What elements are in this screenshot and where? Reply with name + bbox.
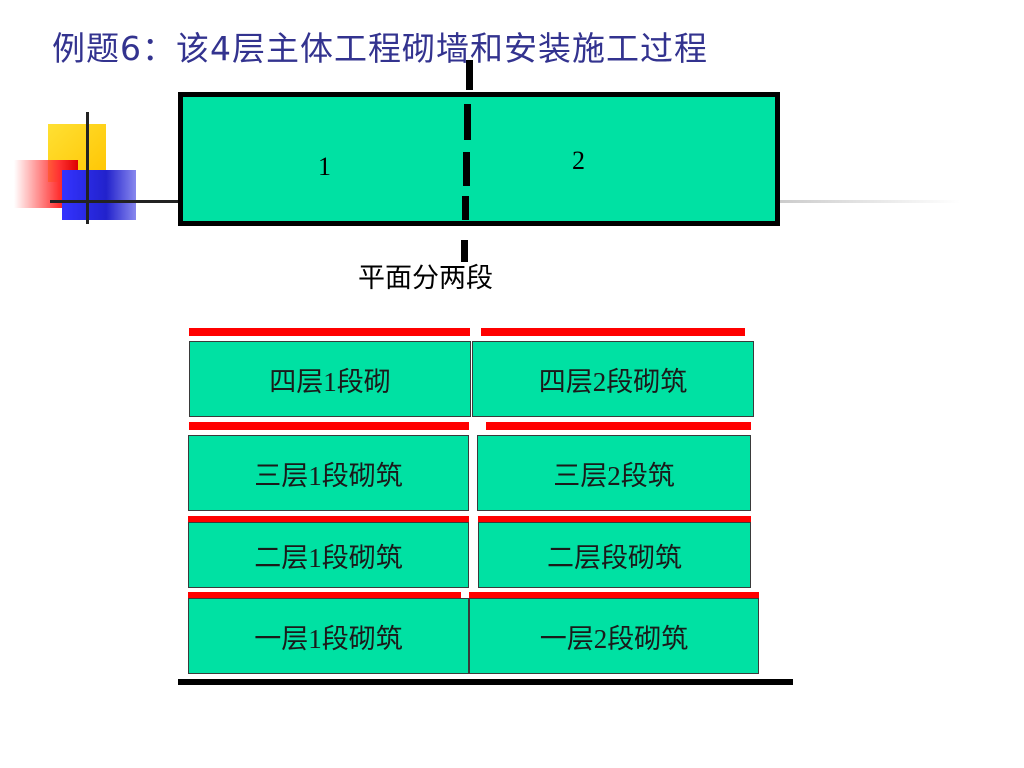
block-floor1-seg1: 一层1段砌筑 [188,598,469,674]
segment-2-label: 2 [572,146,585,175]
block-floor4-seg2: 四层2段砌筑 [472,341,754,417]
floor-plan-rectangle [178,92,780,226]
plan-caption: 平面分两段 [358,263,493,293]
decor-blue-square [62,170,136,220]
segment-divider-dash [464,104,471,140]
decor-horizontal-line [50,200,180,203]
segment-1-label: 1 [318,152,331,181]
install-line [189,328,470,336]
block-floor1-seg2: 一层2段砌筑 [469,598,759,674]
install-line [469,592,759,600]
block-floor2-seg1: 二层1段砌筑 [188,522,469,588]
slide-title: 例题6：该4层主体工程砌墙和安装施工过程 [52,29,708,68]
segment-divider-dash [462,196,469,220]
block-floor4-seg1: 四层1段砌 [189,341,471,417]
install-line [478,516,751,524]
decor-vertical-line [86,112,89,224]
block-floor3-seg1: 三层1段砌筑 [188,435,469,511]
install-line [188,592,461,600]
segment-divider-dash [466,60,473,90]
install-line [481,328,745,336]
ground-baseline [178,679,793,685]
block-floor3-seg2: 三层2段筑 [477,435,751,511]
segment-divider-dash [463,152,470,186]
block-floor2-seg2: 二层段砌筑 [478,522,751,588]
decor-fade-line [770,200,960,203]
install-line [189,422,469,430]
install-line [188,516,469,524]
segment-divider-dash [461,240,468,262]
install-line [486,422,751,430]
